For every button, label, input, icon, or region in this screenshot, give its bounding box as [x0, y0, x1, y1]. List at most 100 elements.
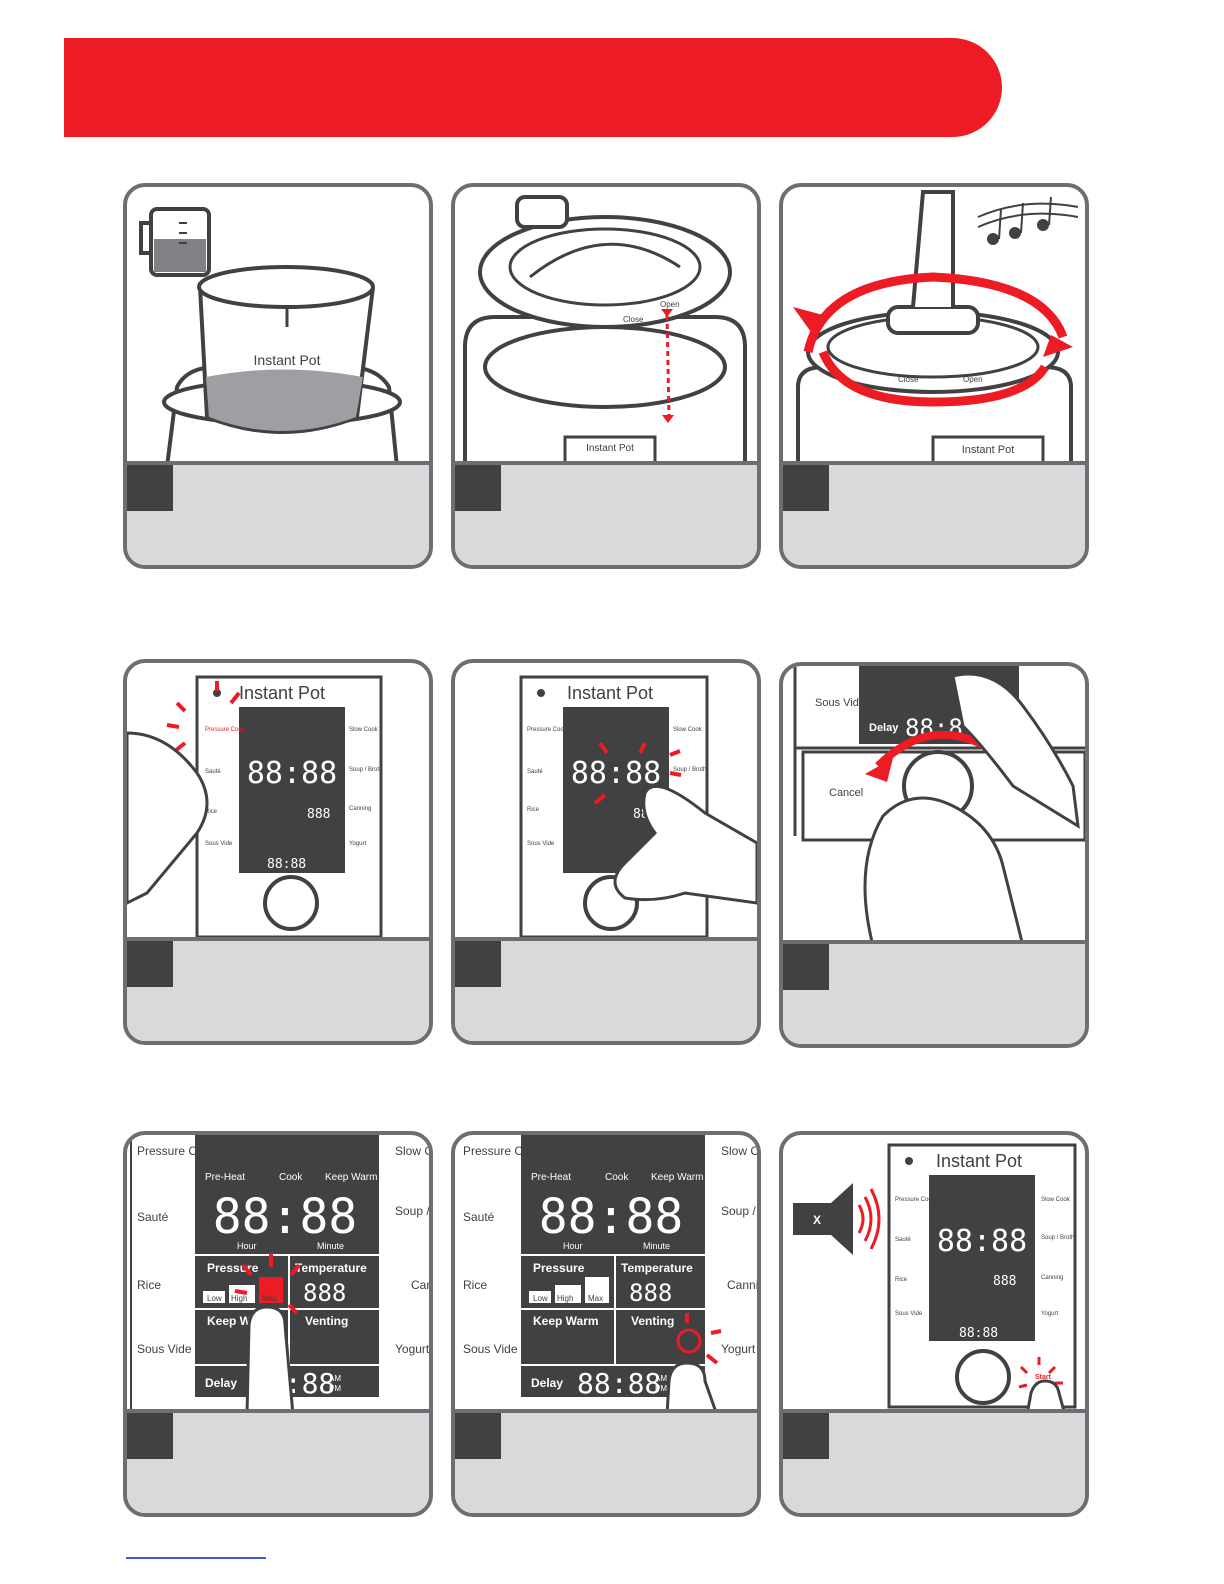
cooker-logo: Instant Pot: [586, 443, 634, 454]
program-soup-broth[interactable]: Soup / Broth: [673, 767, 706, 773]
panel-logo: Instant Pot: [567, 683, 653, 703]
tab-keep-warm: Keep Warm: [325, 1172, 377, 1183]
program-slow-cook[interactable]: Slow Cook: [1041, 1197, 1071, 1203]
inner-pot-logo: Instant Pot: [254, 352, 321, 368]
step-7-illustration: Pressure Cook Sauté Rice Sous Vide Slow …: [130, 1135, 429, 1415]
step-4-caption: [127, 937, 429, 1041]
level-max: Max: [262, 1294, 277, 1303]
program-pressure-cook[interactable]: Pressure Cook: [895, 1197, 936, 1203]
program-soup-broth[interactable]: Soup / Broth: [349, 767, 382, 773]
program-sous-vide[interactable]: Sous Vide: [205, 841, 233, 847]
step-card-2: Close Open Instant Pot: [451, 183, 761, 569]
program-yogurt[interactable]: Yogurt: [721, 1342, 756, 1356]
step-8-caption: [455, 1409, 757, 1513]
program-slow-cook[interactable]: Slow Cook: [673, 727, 703, 733]
display-time: 88:88: [937, 1224, 1027, 1259]
step-card-6: Sous Vide Delay 88:8 Cancel: [779, 662, 1089, 1048]
program-saute[interactable]: Sauté: [137, 1210, 169, 1224]
program-rice[interactable]: Rice: [137, 1278, 161, 1292]
program-soup-broth[interactable]: Soup / Broth: [395, 1204, 429, 1218]
step-card-5: Instant Pot Pressure Cook Sauté Rice Sou…: [451, 659, 761, 1045]
lid-close-label: Close: [898, 375, 919, 384]
program-canning[interactable]: Canning: [349, 806, 371, 812]
program-saute[interactable]: Sauté: [463, 1210, 495, 1224]
program-pressure-cook[interactable]: Pressure Cook: [205, 727, 246, 733]
display-time: 88:88: [539, 1189, 684, 1245]
step-3-caption: [783, 461, 1085, 565]
program-pressure-cook[interactable]: Pressure Cook: [137, 1144, 217, 1158]
tab-keep-warm: Keep Warm: [651, 1172, 703, 1183]
step-6-caption: [783, 940, 1085, 1044]
step-9-number-box: [783, 1413, 829, 1459]
step-3-illustration: Close Open Instant Pot: [793, 190, 1079, 467]
program-yogurt[interactable]: Yogurt: [349, 841, 366, 847]
venting-circle-icon: [676, 1328, 702, 1354]
delay-label: Delay: [531, 1376, 563, 1390]
delay-label: Delay: [869, 722, 899, 734]
step-6-illustration: Sous Vide Delay 88:8 Cancel: [793, 666, 1085, 946]
program-canning[interactable]: Canning: [727, 1278, 757, 1292]
keep-warm-label: Keep Warm: [533, 1314, 599, 1328]
program-sous-vide[interactable]: Sous Vide: [463, 1342, 518, 1356]
level-low: Low: [533, 1294, 548, 1303]
step-card-4: Instant Pot Pressure Cook Sauté Rice Sou…: [123, 659, 433, 1045]
minute-label: Minute: [643, 1241, 670, 1251]
level-high: High: [231, 1294, 247, 1303]
level-max: Max: [588, 1294, 603, 1303]
music-notes-icon: [977, 196, 1079, 245]
program-slow-cook[interactable]: Slow Cook: [721, 1144, 757, 1158]
program-sous-vide[interactable]: Sous Vide: [137, 1342, 192, 1356]
lid-open-label: Open: [660, 300, 680, 309]
control-dial[interactable]: [263, 875, 319, 931]
header-banner: [64, 38, 1002, 137]
program-pressure-cook[interactable]: Pressure Cook: [463, 1144, 543, 1158]
program-rice[interactable]: Rice: [895, 1277, 908, 1283]
program-soup-broth[interactable]: Soup / Broth: [721, 1204, 757, 1218]
step-9-illustration: X Instant Pot Pressure Cook Sauté Rice S…: [793, 1143, 1077, 1415]
lid-close-label: Close: [623, 315, 644, 324]
tab-pre-heat: Pre-Heat: [205, 1172, 245, 1183]
program-slow-cook[interactable]: Slow Cook: [349, 727, 379, 733]
step-7-number-box: [127, 1413, 173, 1459]
panel-logo: Instant Pot: [239, 683, 325, 703]
program-yogurt[interactable]: Yogurt: [1041, 1311, 1058, 1317]
cancel-button[interactable]: Cancel: [829, 787, 863, 799]
program-canning[interactable]: Canning: [1041, 1275, 1063, 1281]
measuring-cup-icon: [139, 207, 211, 277]
program-saute[interactable]: Sauté: [895, 1237, 911, 1243]
program-pressure-cook[interactable]: Pressure Cook: [527, 727, 568, 733]
program-soup-broth[interactable]: Soup / Broth: [1041, 1235, 1074, 1241]
step-card-7: Pressure Cook Sauté Rice Sous Vide Slow …: [123, 1131, 433, 1517]
start-button[interactable]: Start: [1035, 1374, 1052, 1381]
step-8-illustration: Pressure Cook Sauté Rice Sous Vide Slow …: [463, 1135, 757, 1415]
step-5-number-box: [455, 941, 501, 987]
program-rice[interactable]: Rice: [463, 1278, 487, 1292]
panel-logo: Instant Pot: [936, 1151, 1022, 1171]
step-5-caption: [455, 937, 757, 1041]
lid-open-label: Open: [963, 375, 983, 384]
pm-label: PM: [655, 1384, 667, 1393]
program-canning[interactable]: Canning: [411, 1278, 429, 1292]
display-temperature: 888: [629, 1279, 672, 1307]
program-rice[interactable]: Rice: [205, 809, 218, 815]
program-saute[interactable]: Sauté: [527, 769, 543, 775]
step-9-caption: [783, 1409, 1085, 1513]
display-delay-time: 88:88: [577, 1367, 661, 1400]
program-sous-vide[interactable]: Sous Vide: [895, 1311, 923, 1317]
pm-label: PM: [329, 1384, 341, 1393]
program-sous-vide[interactable]: Sous Vide: [527, 841, 555, 847]
program-slow-cook[interactable]: Slow Cook: [395, 1144, 429, 1158]
program-saute[interactable]: Sauté: [205, 769, 221, 775]
display-temperature: 888: [993, 1274, 1016, 1289]
step-card-9: X Instant Pot Pressure Cook Sauté Rice S…: [779, 1131, 1089, 1517]
program-yogurt[interactable]: Yogurt: [395, 1342, 429, 1356]
step-4-number-box: [127, 941, 173, 987]
control-dial[interactable]: [955, 1349, 1011, 1405]
display-time: 88:88: [247, 756, 337, 791]
program-rice[interactable]: Rice: [527, 807, 540, 813]
program-sous-vide[interactable]: Sous Vide: [815, 697, 865, 709]
display-temperature: 888: [307, 807, 330, 822]
hour-label: Hour: [563, 1241, 583, 1251]
display-delay-time: 88:88: [267, 857, 306, 872]
cooker-logo: Instant Pot: [962, 444, 1015, 456]
